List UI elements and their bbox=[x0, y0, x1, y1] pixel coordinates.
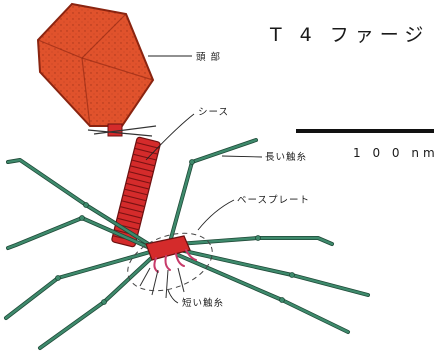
diagram-title: T 4 ファージ bbox=[270, 26, 429, 45]
label-baseplate: ベースプレート bbox=[237, 196, 310, 206]
tail-sheath bbox=[111, 137, 160, 248]
label-long-fibers: 長い触糸 bbox=[265, 153, 307, 163]
short-tail-fibers bbox=[140, 268, 184, 298]
scale-bar bbox=[296, 129, 434, 133]
label-short-fibers: 短い触糸 bbox=[182, 299, 224, 309]
label-head: 頭 部 bbox=[196, 53, 221, 63]
head-capsid bbox=[38, 4, 153, 126]
label-sheath: シース bbox=[198, 108, 229, 118]
scale-bar-label: 1 0 0 nm bbox=[353, 147, 434, 159]
